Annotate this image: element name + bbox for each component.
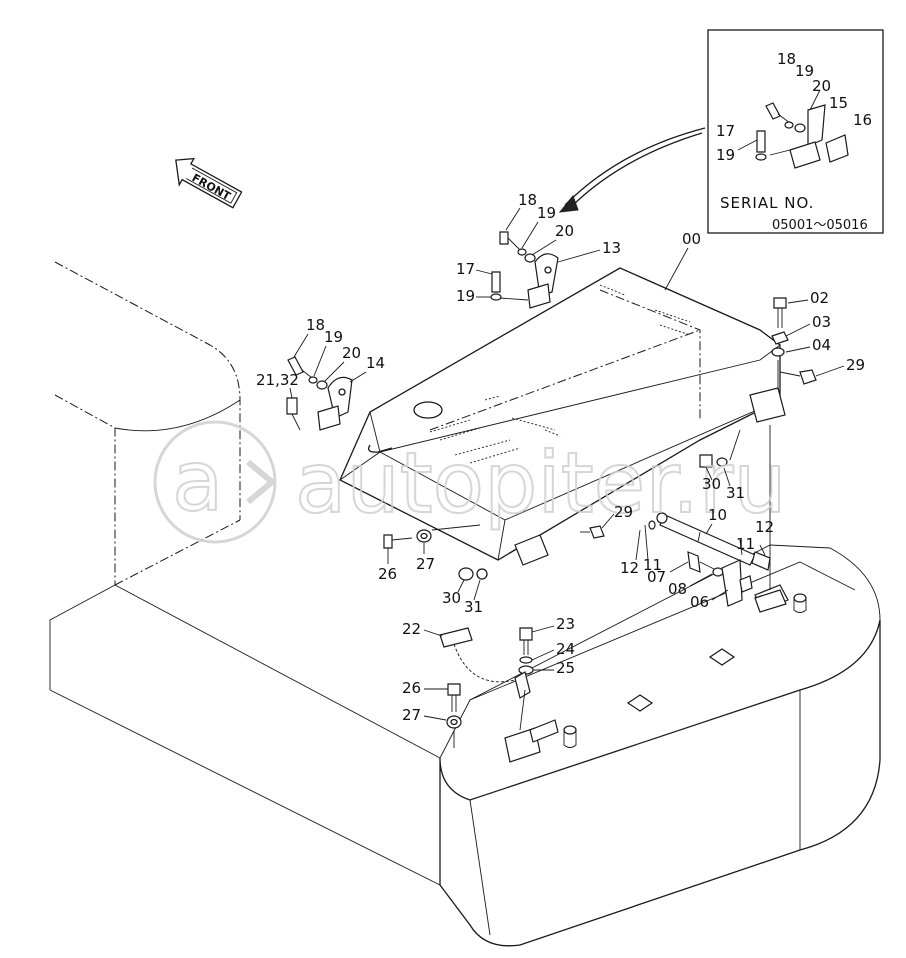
inset-label-20: 20 (812, 77, 831, 95)
callout-19b: 19 (456, 287, 475, 305)
callout-08: 08 (668, 580, 687, 598)
callout-06: 06 (690, 593, 709, 611)
front-direction-arrow: FRONT (175, 157, 243, 209)
callout-20a: 20 (555, 222, 574, 240)
watermark-text: autopiter.ru (295, 434, 787, 532)
callout-27b: 27 (402, 706, 421, 724)
callout-31a: 31 (726, 484, 745, 502)
callout-14: 14 (366, 354, 385, 372)
callout-04: 04 (812, 336, 831, 354)
callout-19a: 19 (537, 204, 556, 222)
callout-29b: 29 (614, 503, 633, 521)
inset-label-16: 16 (853, 111, 872, 129)
callout-27a: 27 (416, 555, 435, 573)
inset-label-19b: 19 (716, 146, 735, 164)
callout-25: 25 (556, 659, 575, 677)
watermark: a autopiter.ru (153, 420, 788, 544)
callout-13: 13 (602, 239, 621, 257)
machine-body-outline (49, 261, 881, 947)
callout-03: 03 (812, 313, 831, 331)
callout-12b: 12 (620, 559, 639, 577)
callout-18a: 18 (518, 191, 537, 209)
inset-label-15: 15 (829, 94, 848, 112)
hood-latch-fasteners (771, 297, 817, 390)
inset-label-17: 17 (716, 122, 735, 140)
gas-spring (635, 512, 771, 571)
svg-text:a: a (172, 432, 223, 530)
callout-26a: 26 (378, 565, 397, 583)
callout-00: 00 (682, 230, 701, 248)
callout-19c: 19 (324, 328, 343, 346)
spring-bracket (687, 551, 753, 607)
callout-17: 17 (456, 260, 475, 278)
inset-label-18: 18 (777, 50, 796, 68)
callout-26b: 26 (402, 679, 421, 697)
inset-label-19: 19 (795, 62, 814, 80)
callout-18b: 18 (306, 316, 325, 334)
callout-11a: 11 (736, 535, 755, 553)
hinge-14-assembly (286, 356, 353, 431)
serial-inset (707, 29, 884, 234)
serial-label: SERIAL NO. (720, 194, 814, 212)
callout-11b: 11 (643, 556, 662, 574)
callout-22: 22 (402, 620, 421, 638)
callout-23: 23 (556, 615, 575, 633)
serial-range: 05001～05016 (772, 218, 868, 233)
inset-pointer-arrow (558, 127, 706, 213)
callout-20b: 20 (342, 344, 361, 362)
hinge-13-assembly (490, 231, 559, 309)
callout-30b: 30 (442, 589, 461, 607)
callout-10: 10 (708, 506, 727, 524)
callout-12a: 12 (755, 518, 774, 536)
callout-labels: 18 19 20 15 16 17 19 SERIAL NO. 05001～05… (256, 50, 872, 724)
callout-24: 24 (556, 640, 575, 658)
chain-assembly (439, 627, 559, 763)
engine-hood (339, 267, 786, 566)
counterweight-mount-pads (563, 584, 807, 748)
hood-front-bolts (383, 524, 605, 581)
hood-rear-bolts (699, 429, 741, 468)
callout-31b: 31 (464, 598, 483, 616)
callout-21-32: 21,32 (256, 371, 299, 389)
callout-30a: 30 (702, 475, 721, 493)
callout-29a: 29 (846, 356, 865, 374)
counterweight-hinge-blocks (754, 425, 787, 613)
callout-02: 02 (810, 289, 829, 307)
callout-07: 07 (647, 568, 666, 586)
